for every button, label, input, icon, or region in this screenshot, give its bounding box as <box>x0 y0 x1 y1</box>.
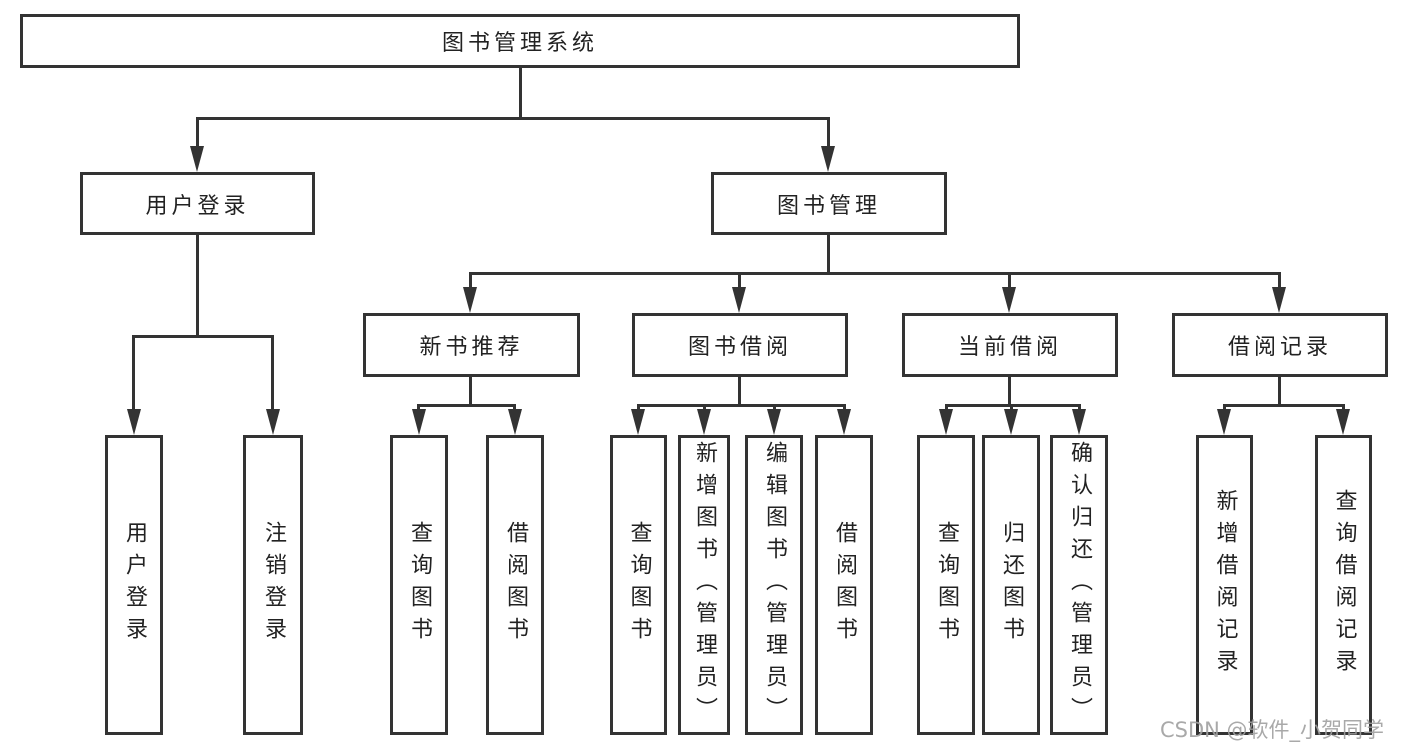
leaf-label: 注销登录 <box>261 521 286 649</box>
leaf-label: 借阅图书 <box>503 521 528 649</box>
bus-level2 <box>197 117 830 120</box>
arrowhead-icon <box>1272 287 1286 313</box>
connector-to-new-books <box>469 272 472 290</box>
connector-new-books-drop <box>469 377 472 406</box>
arrowhead-icon <box>631 409 645 435</box>
connector-book-mgmt-drop <box>827 235 830 275</box>
arrowhead-icon <box>412 409 426 435</box>
connector-to-book-mgmt <box>827 117 830 149</box>
node-current-borrow: 当前借阅 <box>902 313 1118 377</box>
arrowhead-icon <box>837 409 851 435</box>
leaf-label: 查询借阅记录 <box>1331 489 1357 681</box>
node-book-borrow: 图书借阅 <box>632 313 848 377</box>
leaf-return-books: 归还图书 <box>982 435 1040 735</box>
leaf-borrow-books-1: 借阅图书 <box>486 435 544 735</box>
connector-root-drop <box>519 68 522 119</box>
leaf-label: 借阅图书 <box>832 521 857 649</box>
connector-to-book-borrow <box>738 272 741 290</box>
arrowhead-icon <box>508 409 522 435</box>
arrowhead-icon <box>127 409 141 435</box>
node-borrow-records: 借阅记录 <box>1172 313 1388 377</box>
leaf-add-books-admin: 新增图书（管理员） <box>678 435 730 735</box>
leaf-logout: 注销登录 <box>243 435 303 735</box>
bus-borrow-records <box>1223 404 1345 407</box>
leaf-label: 确认归还（管理员） <box>1067 441 1092 729</box>
arrowhead-icon <box>463 287 477 313</box>
arrowhead-icon <box>1002 287 1016 313</box>
node-user-login: 用户登录 <box>80 172 315 235</box>
arrowhead-icon <box>697 409 711 435</box>
leaf-query-books-1: 查询图书 <box>390 435 448 735</box>
connector-to-leaf <box>132 335 135 412</box>
bus-user-login <box>132 335 274 338</box>
arrowhead-icon <box>266 409 280 435</box>
arrowhead-icon <box>1072 409 1086 435</box>
arrowhead-icon <box>939 409 953 435</box>
leaf-add-borrow-record: 新增借阅记录 <box>1196 435 1253 735</box>
arrowhead-icon <box>1217 409 1231 435</box>
leaf-label: 新增借阅记录 <box>1212 489 1238 681</box>
node-book-mgmt: 图书管理 <box>711 172 947 235</box>
leaf-user-login: 用户登录 <box>105 435 163 735</box>
leaf-borrow-books-2: 借阅图书 <box>815 435 873 735</box>
leaf-label: 查询图书 <box>934 521 959 649</box>
leaf-query-books-2: 查询图书 <box>610 435 667 735</box>
leaf-label: 查询图书 <box>626 521 652 649</box>
arrowhead-icon <box>1336 409 1350 435</box>
bus-current-borrow <box>945 404 1081 407</box>
leaf-label: 新增图书（管理员） <box>692 441 717 729</box>
bus-level3 <box>469 272 1281 275</box>
leaf-label: 编辑图书（管理员） <box>762 441 787 729</box>
leaf-confirm-return-admin: 确认归还（管理员） <box>1050 435 1108 735</box>
leaf-label: 用户登录 <box>122 521 147 649</box>
connector-to-current-borrow <box>1008 272 1011 290</box>
arrowhead-icon <box>190 146 204 172</box>
connector-book-borrow-drop <box>738 377 741 406</box>
leaf-edit-books-admin: 编辑图书（管理员） <box>745 435 803 735</box>
leaf-query-books-3: 查询图书 <box>917 435 975 735</box>
node-root: 图书管理系统 <box>20 14 1020 68</box>
connector-to-user-login <box>196 117 199 149</box>
leaf-label: 查询图书 <box>407 521 432 649</box>
connector-to-leaf <box>271 335 274 412</box>
arrowhead-icon <box>821 146 835 172</box>
bus-book-borrow <box>637 404 846 407</box>
csdn-watermark: CSDN @软件_小贺同学 <box>1160 718 1385 742</box>
connector-to-borrow-records <box>1278 272 1281 290</box>
connector-current-borrow-drop <box>1008 377 1011 406</box>
leaf-label: 归还图书 <box>999 521 1024 649</box>
arrowhead-icon <box>767 409 781 435</box>
connector-borrow-records-drop <box>1278 377 1281 406</box>
node-new-books: 新书推荐 <box>363 313 580 377</box>
connector-user-login-drop <box>196 235 199 337</box>
arrowhead-icon <box>1004 409 1018 435</box>
leaf-query-borrow-record: 查询借阅记录 <box>1315 435 1372 735</box>
arrowhead-icon <box>732 287 746 313</box>
bus-new-books <box>417 404 516 407</box>
